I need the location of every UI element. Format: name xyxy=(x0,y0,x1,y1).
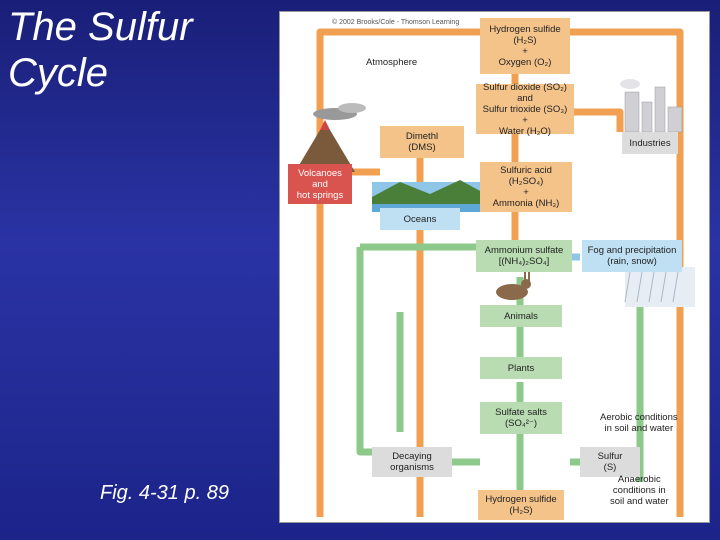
rabbit-illustration xyxy=(496,270,531,300)
box-sulfur-dioxide: Sulfur dioxide (SO₂) and Sulfur trioxide… xyxy=(476,82,574,137)
rain-illustration xyxy=(624,267,695,307)
copyright-text: © 2002 Brooks/Cole - Thomson Learning xyxy=(332,19,460,26)
box-sulfuric-acid: Sulfuric acid (H₂SO₄) + Ammonia (NH₃) xyxy=(480,162,572,212)
figure-caption: Fig. 4-31 p. 89 xyxy=(100,482,229,504)
box-oceans: Oceans xyxy=(380,208,460,230)
box-volcanoes: Volcanoes and hot springs xyxy=(288,164,352,204)
right-orange-loop xyxy=(570,28,684,517)
box-decaying-organisms: Decaying organisms xyxy=(372,447,452,477)
box-sulfate-salts: Sulfate salts (SO₄²⁻) xyxy=(480,402,562,434)
label-aerobic: Aerobic conditions in soil and water xyxy=(600,412,678,434)
box-hydrogen-sulfide-top: Hydrogen sulfide (H₂S) + Oxygen (O₂) xyxy=(480,18,570,74)
arrow-industries xyxy=(570,108,624,132)
label-atmosphere: Atmosphere xyxy=(366,57,418,68)
slide-title: The Sulfur Cycle xyxy=(8,5,193,95)
box-dimethyl: Dimethl (DMS) xyxy=(380,126,464,158)
label-anaerobic: Anaerobic conditions in soil and water xyxy=(610,474,669,507)
box-industries: Industries xyxy=(622,132,678,154)
left-orange-loop xyxy=(316,28,480,517)
box-ammonium-sulfate: Ammonium sulfate [(NH₄)₂SO₄] xyxy=(476,240,572,272)
box-fog-precipitation: Fog and precipitation (rain, snow) xyxy=(582,240,682,272)
volcano-illustration xyxy=(295,103,366,172)
box-animals: Animals xyxy=(480,305,562,327)
green-left-outer xyxy=(356,247,380,456)
diagram-arrows xyxy=(295,28,695,517)
industry-illustration xyxy=(620,79,683,133)
box-sulfur: Sulfur (S) xyxy=(580,447,640,477)
box-hydrogen-sulfide-bottom: Hydrogen sulfide (H₂S) xyxy=(478,490,564,520)
sulfur-cycle-diagram: © 2002 Brooks/Cole - Thomson Learning At… xyxy=(279,11,710,523)
ocean-illustration xyxy=(372,180,482,212)
box-plants: Plants xyxy=(480,357,562,379)
